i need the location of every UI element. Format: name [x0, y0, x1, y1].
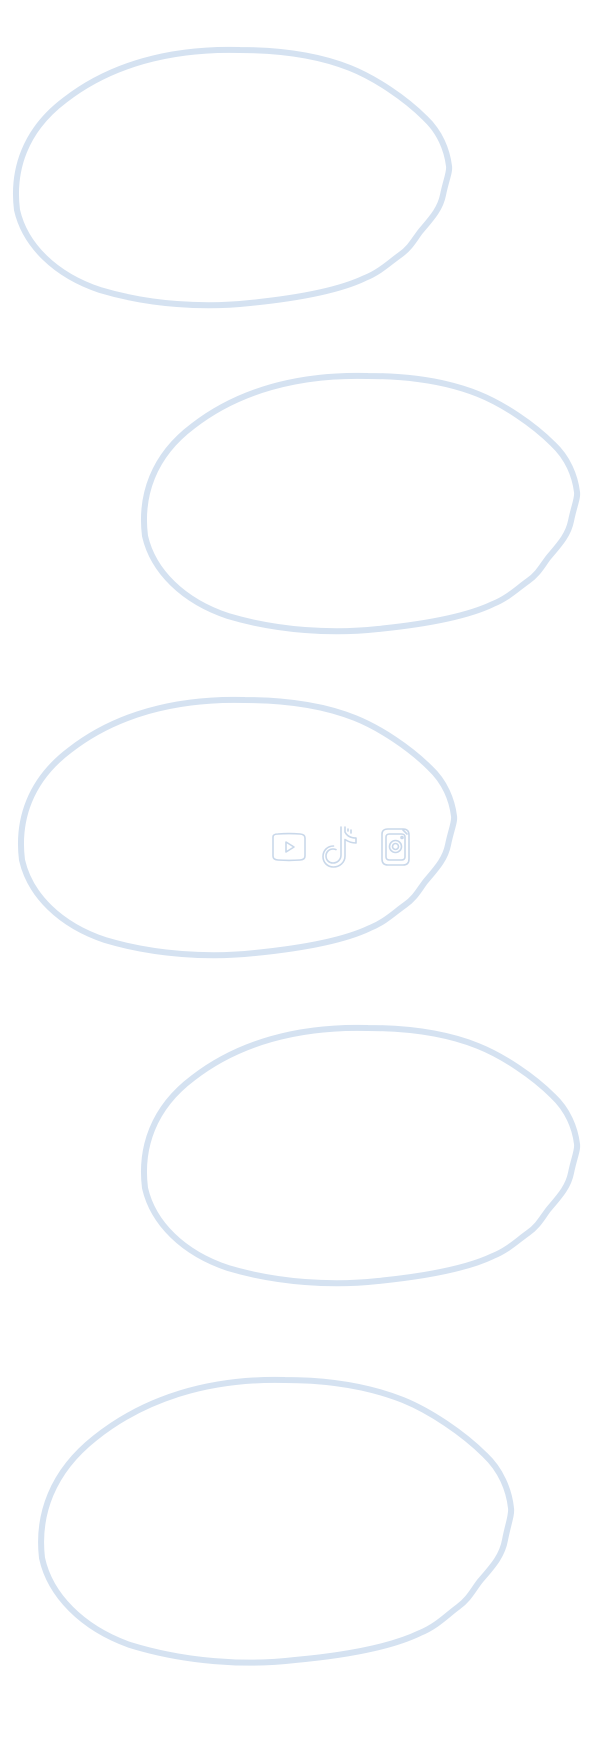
- youtube-icon: [272, 832, 306, 862]
- blob-outline-4: [141, 1024, 581, 1287]
- youtube-link[interactable]: [268, 825, 310, 869]
- tiktok-link[interactable]: [321, 825, 363, 869]
- blob-outline-5: [38, 1376, 515, 1666]
- social-links: [268, 822, 416, 872]
- instagram-icon: [381, 828, 410, 866]
- blob-outline-2: [141, 372, 581, 635]
- blob-outline-1: [13, 46, 453, 309]
- tiktok-icon: [322, 826, 357, 868]
- instagram-link[interactable]: [374, 825, 416, 869]
